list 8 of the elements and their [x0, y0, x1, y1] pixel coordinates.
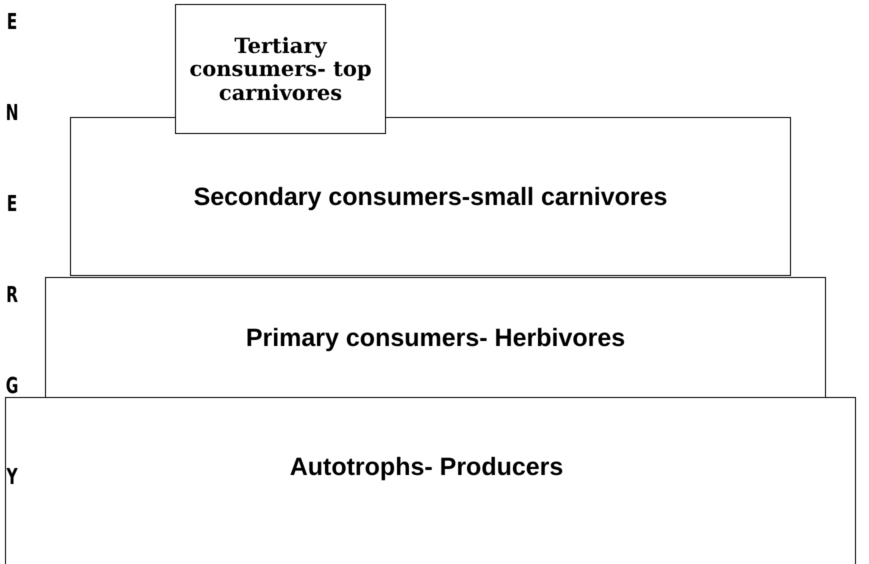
level-label: Autotrophs- Producers	[290, 452, 564, 482]
pyramid-level	[70, 117, 791, 276]
level-label: Secondary consumers-small carnivores	[194, 182, 668, 212]
axis-label: ENERGY	[4, 10, 20, 556]
pyramid-level	[45, 277, 826, 398]
pyramid-level	[175, 4, 386, 134]
level-label: Primary consumers- Herbivores	[246, 322, 626, 352]
level-label: Tertiary consumers- top carnivores	[188, 34, 373, 104]
